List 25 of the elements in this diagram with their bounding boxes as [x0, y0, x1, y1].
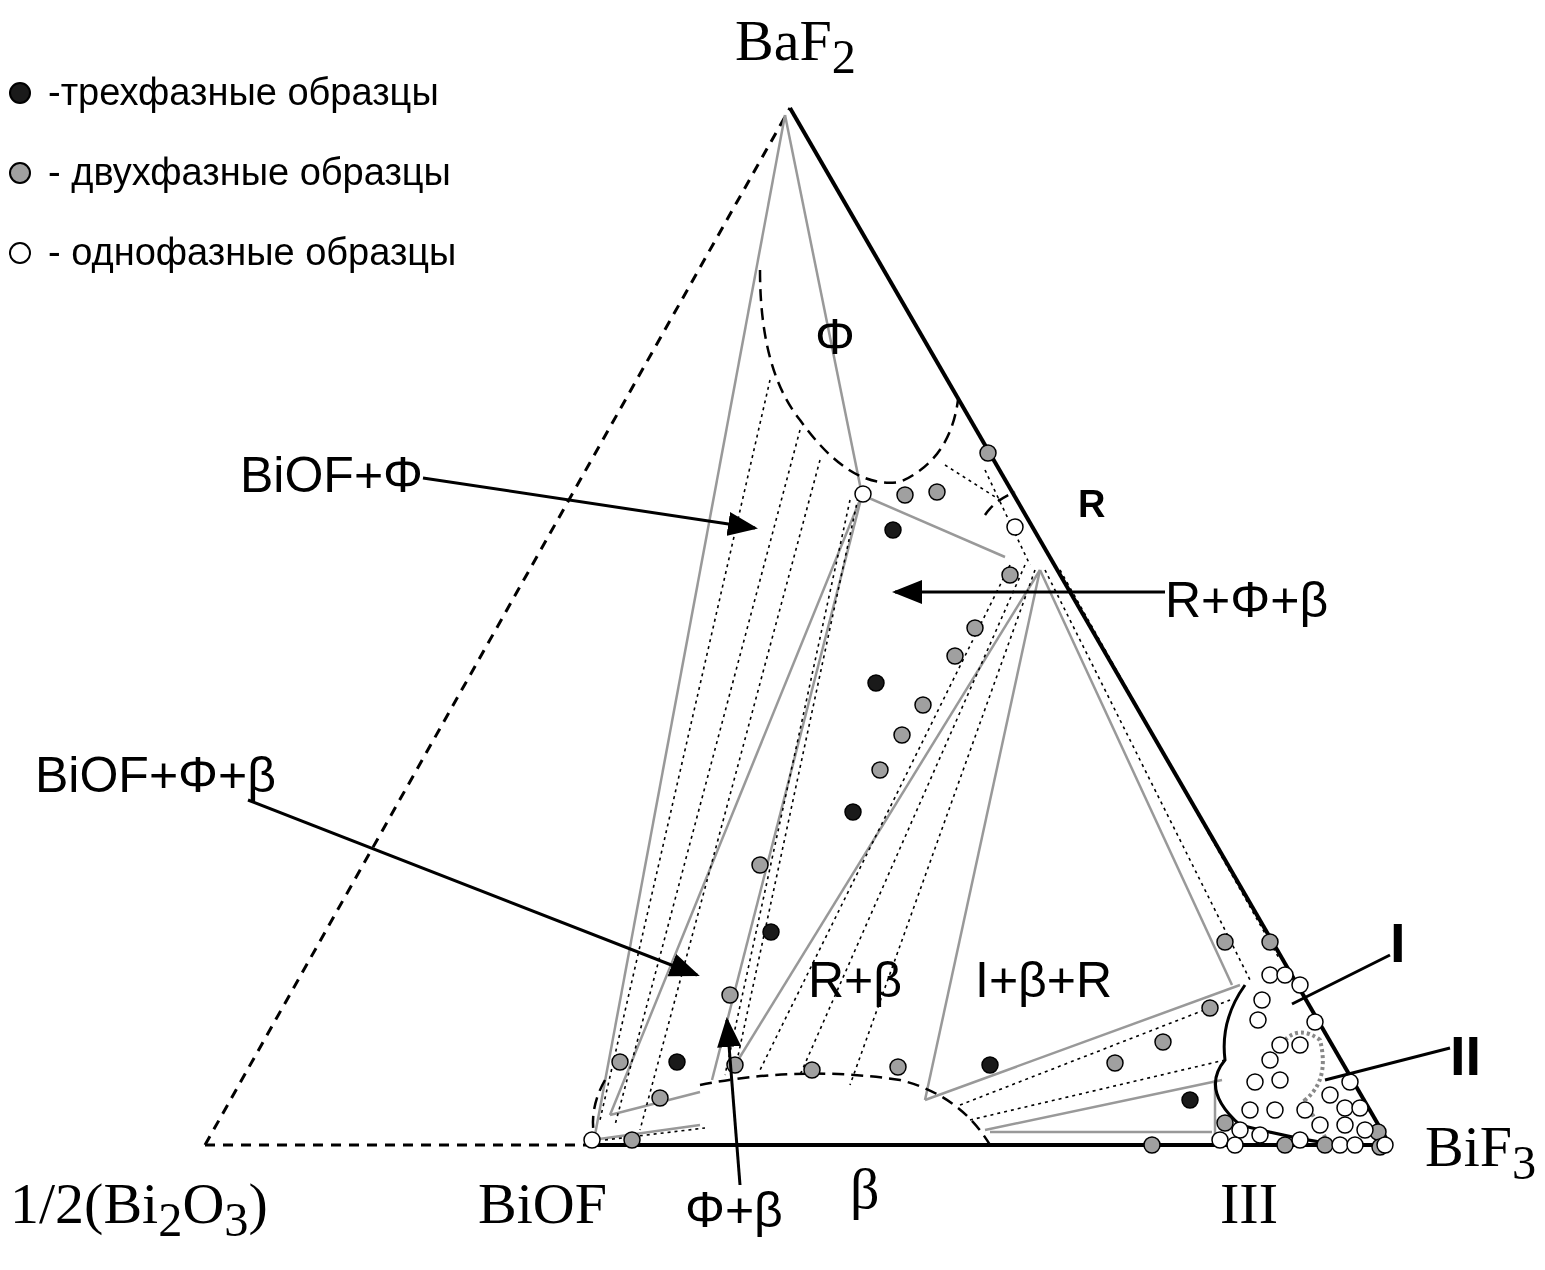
- legend-text: - однофазные образцы: [48, 233, 457, 271]
- legend-text: - двухфазные образцы: [48, 153, 451, 191]
- component-label: 1/2(Bi$_{2}$O$_{3}$): [10, 1175, 268, 1244]
- phase-label: III: [1220, 1175, 1278, 1233]
- phase-label: β: [850, 1160, 880, 1218]
- component-label: BiOF: [478, 1175, 607, 1233]
- arrow: [892, 580, 1165, 604]
- phase-label: R: [1078, 485, 1106, 523]
- arrow: [717, 1017, 742, 1186]
- component-label: BaF$_{2}$: [735, 12, 856, 81]
- component-label: BiF$_{3}$: [1425, 1118, 1537, 1187]
- leader-line: [1324, 1046, 1451, 1082]
- legend-text: -трехфазные образцы: [48, 73, 439, 111]
- region-label: R+β: [808, 955, 903, 1005]
- region-label: Φ+β: [685, 1185, 783, 1235]
- region-label: II: [1450, 1028, 1482, 1084]
- region-label: BiOF+Φ: [240, 450, 423, 500]
- region-label: I: [1390, 915, 1406, 971]
- region-label: BiOF+Φ+β: [35, 750, 276, 800]
- region-label: I+β+R: [975, 955, 1113, 1005]
- phase-label: Φ: [815, 312, 855, 362]
- region-label: R+Φ+β: [1165, 575, 1329, 625]
- arrow: [247, 798, 700, 977]
- leader-line: [1291, 953, 1391, 1006]
- arrow: [422, 476, 758, 536]
